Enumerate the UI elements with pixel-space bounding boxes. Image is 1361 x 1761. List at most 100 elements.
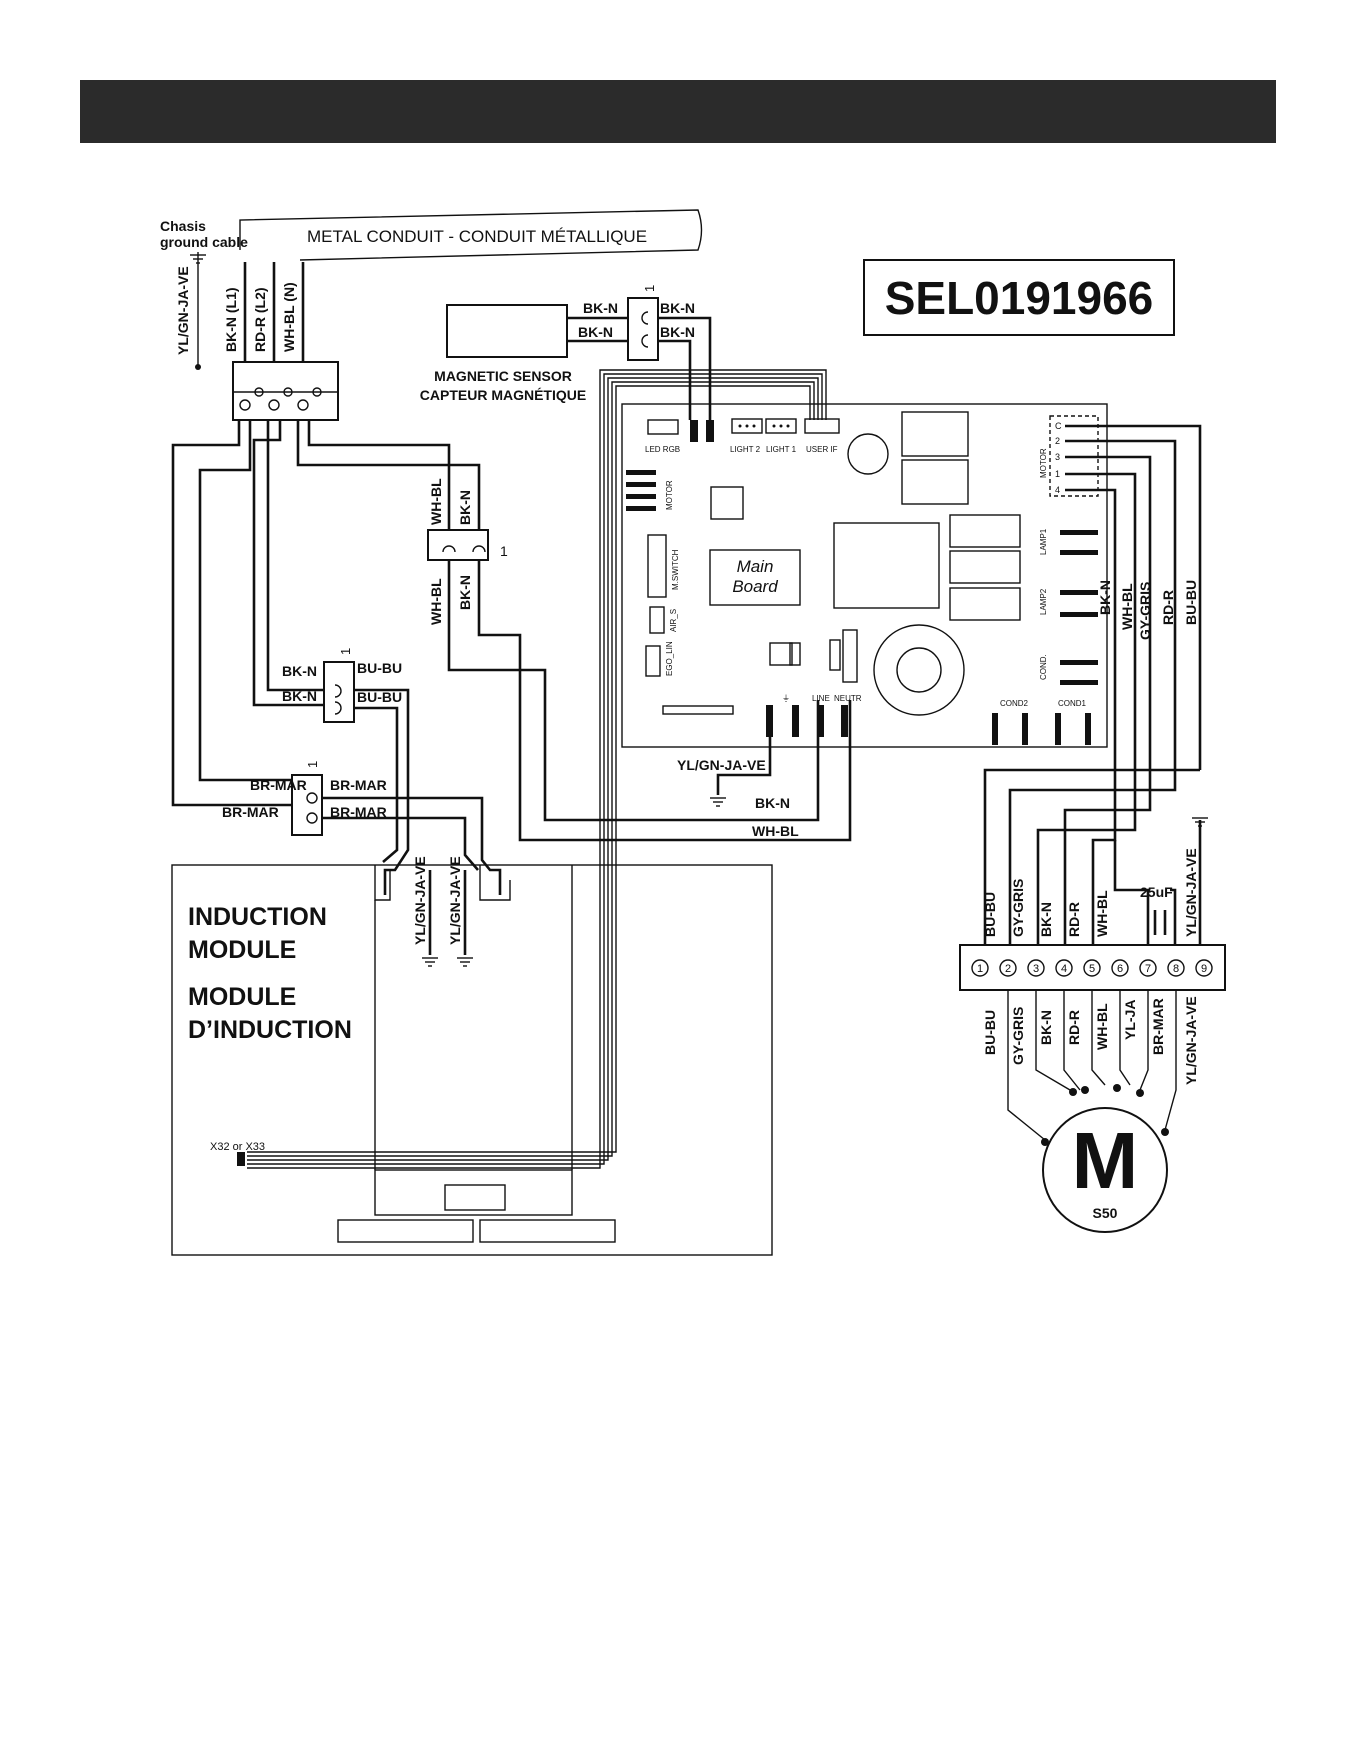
motor-letter: M bbox=[1072, 1116, 1139, 1205]
main-board-title-1: Main bbox=[737, 557, 774, 576]
connector-mid-top-1: WH-BL bbox=[428, 478, 444, 525]
term-top-1: BU-BU bbox=[982, 892, 998, 937]
term-bottom-1: BU-BU bbox=[982, 1010, 998, 1055]
connector-bu-left-1: BK-N bbox=[282, 663, 317, 679]
label-line: LINE bbox=[812, 694, 830, 703]
pin-5: 5 bbox=[1089, 963, 1095, 975]
connector-mid bbox=[427, 529, 489, 561]
pin-6: 6 bbox=[1117, 963, 1123, 975]
induction-ground-2: YL/GN-JA-VE bbox=[447, 856, 463, 945]
magnetic-wire-right-1: BK-N bbox=[660, 300, 695, 316]
magnetic-sensor-connector bbox=[627, 297, 659, 361]
term-top-6: YL/GN-JA-VE bbox=[1183, 848, 1199, 937]
term-top-5: WH-BL bbox=[1094, 890, 1110, 937]
model-code-box bbox=[863, 259, 1175, 336]
term-bottom-8: YL/GN-JA-VE bbox=[1183, 996, 1199, 1085]
induction-title-4: D’INDUCTION bbox=[188, 1016, 352, 1044]
magnetic-sensor-label-1: MAGNETIC SENSOR bbox=[434, 368, 572, 384]
magnetic-wire-right-2: BK-N bbox=[660, 324, 695, 340]
terminal-wire-2: RD-R (L2) bbox=[252, 287, 268, 352]
connector-br-pin: 1 bbox=[305, 761, 320, 768]
model-code: SEL0191966 bbox=[885, 272, 1154, 324]
harness-wire-1: BK-N bbox=[1097, 580, 1113, 615]
terminal-wire-3: WH-BL (N) bbox=[281, 282, 297, 352]
main-board bbox=[621, 403, 1108, 748]
chassis-label-2: ground cable bbox=[160, 234, 248, 250]
magnetic-wire-left-1: BK-N bbox=[583, 300, 618, 316]
main-board-title-2: Board bbox=[732, 577, 778, 596]
label-led-rgb: LED RGB bbox=[645, 445, 680, 454]
label-lamp1: LAMP1 bbox=[1039, 528, 1048, 555]
connector-bu bbox=[323, 661, 355, 723]
magnetic-sensor-pin: 1 bbox=[642, 285, 657, 292]
induction-title-3: MODULE bbox=[188, 983, 296, 1011]
connector-bu-right-1: BU-BU bbox=[357, 660, 402, 676]
label-ego-lin: EGO_LIN bbox=[665, 641, 674, 676]
pin-9: 9 bbox=[1201, 963, 1207, 975]
label-motor-right: MOTOR bbox=[1039, 448, 1048, 478]
label-cond: COND. bbox=[1039, 654, 1048, 680]
magnetic-sensor bbox=[446, 304, 568, 358]
connector-mid-bottom-1: WH-BL bbox=[428, 578, 444, 625]
connector-bu-left-2: BK-N bbox=[282, 688, 317, 704]
chassis-label-1: Chasis bbox=[160, 218, 206, 234]
motor-terminal bbox=[959, 944, 1226, 991]
connector-mid-top-2: BK-N bbox=[457, 490, 473, 525]
terminal-block bbox=[232, 361, 339, 421]
label-cond1: COND1 bbox=[1058, 699, 1087, 708]
harness-wire-5: BU-BU bbox=[1183, 580, 1199, 625]
term-bottom-6: YL-JA bbox=[1122, 1000, 1138, 1040]
harness-wire-4: RD-R bbox=[1160, 590, 1176, 625]
term-top-3: BK-N bbox=[1038, 902, 1054, 937]
connector-br-right-2: BR-MAR bbox=[330, 804, 387, 820]
chassis-ground-wire: YL/GN-JA-VE bbox=[175, 266, 191, 355]
magnetic-wire-left-2: BK-N bbox=[578, 324, 613, 340]
term-bottom-3: BK-N bbox=[1038, 1010, 1054, 1045]
connector-br bbox=[291, 774, 323, 836]
connector-br-left-1: BR-MAR bbox=[250, 777, 307, 793]
label-lamp2: LAMP2 bbox=[1039, 588, 1048, 615]
pin-2: 2 bbox=[1005, 963, 1011, 975]
label-air-s: AIR_S bbox=[669, 609, 678, 632]
harness-wire-2: WH-BL bbox=[1119, 583, 1135, 630]
pin-8: 8 bbox=[1173, 963, 1179, 975]
connector-bu-right-2: BU-BU bbox=[357, 689, 402, 705]
motor-pin-2: 2 bbox=[1055, 436, 1060, 446]
induction-title-2: MODULE bbox=[188, 936, 296, 964]
label-light1: LIGHT 1 bbox=[766, 445, 797, 454]
label-cond2: COND2 bbox=[1000, 699, 1029, 708]
label-m-switch: M.SWITCH bbox=[671, 549, 680, 590]
pin-1: 1 bbox=[977, 963, 983, 975]
induction-module bbox=[171, 864, 773, 1256]
board-neutral-wire: WH-BL bbox=[752, 823, 799, 839]
motor-pin-4: 4 bbox=[1055, 485, 1060, 495]
induction-title-1: INDUCTION bbox=[188, 903, 327, 931]
term-bottom-4: RD-R bbox=[1066, 1010, 1082, 1045]
term-bottom-5: WH-BL bbox=[1094, 1003, 1110, 1050]
pin-4: 4 bbox=[1061, 963, 1067, 975]
motor-pin-3: 3 bbox=[1055, 452, 1060, 462]
capacitor-label: 25uF bbox=[1140, 884, 1173, 900]
motor-pin-c: C bbox=[1055, 421, 1062, 431]
motor bbox=[1042, 1107, 1168, 1233]
motor-pin-1: 1 bbox=[1055, 469, 1060, 479]
pin-3: 3 bbox=[1033, 963, 1039, 975]
connector-br-right-1: BR-MAR bbox=[330, 777, 387, 793]
term-bottom-7: BR-MAR bbox=[1150, 998, 1166, 1055]
ribbon-cable bbox=[247, 373, 823, 1165]
svg-text:⏚: ⏚ bbox=[782, 694, 790, 703]
label-motor-left: MOTOR bbox=[665, 480, 674, 510]
label-light2: LIGHT 2 bbox=[730, 445, 761, 454]
term-top-2: GY-GRIS bbox=[1010, 879, 1026, 937]
term-top-4: RD-R bbox=[1066, 902, 1082, 937]
label-neutr: NEUTR bbox=[834, 694, 862, 703]
term-bottom-2: GY-GRIS bbox=[1010, 1007, 1026, 1065]
metal-conduit bbox=[239, 209, 703, 261]
induction-connector: X32 or X33 bbox=[210, 1141, 265, 1153]
terminal-wire-1: BK-N (L1) bbox=[223, 287, 239, 352]
connector-br-left-2: BR-MAR bbox=[222, 804, 279, 820]
connector-mid-pin: 1 bbox=[500, 543, 508, 559]
induction-ground-1: YL/GN-JA-VE bbox=[412, 856, 428, 945]
connector-bu-pin: 1 bbox=[338, 648, 353, 655]
